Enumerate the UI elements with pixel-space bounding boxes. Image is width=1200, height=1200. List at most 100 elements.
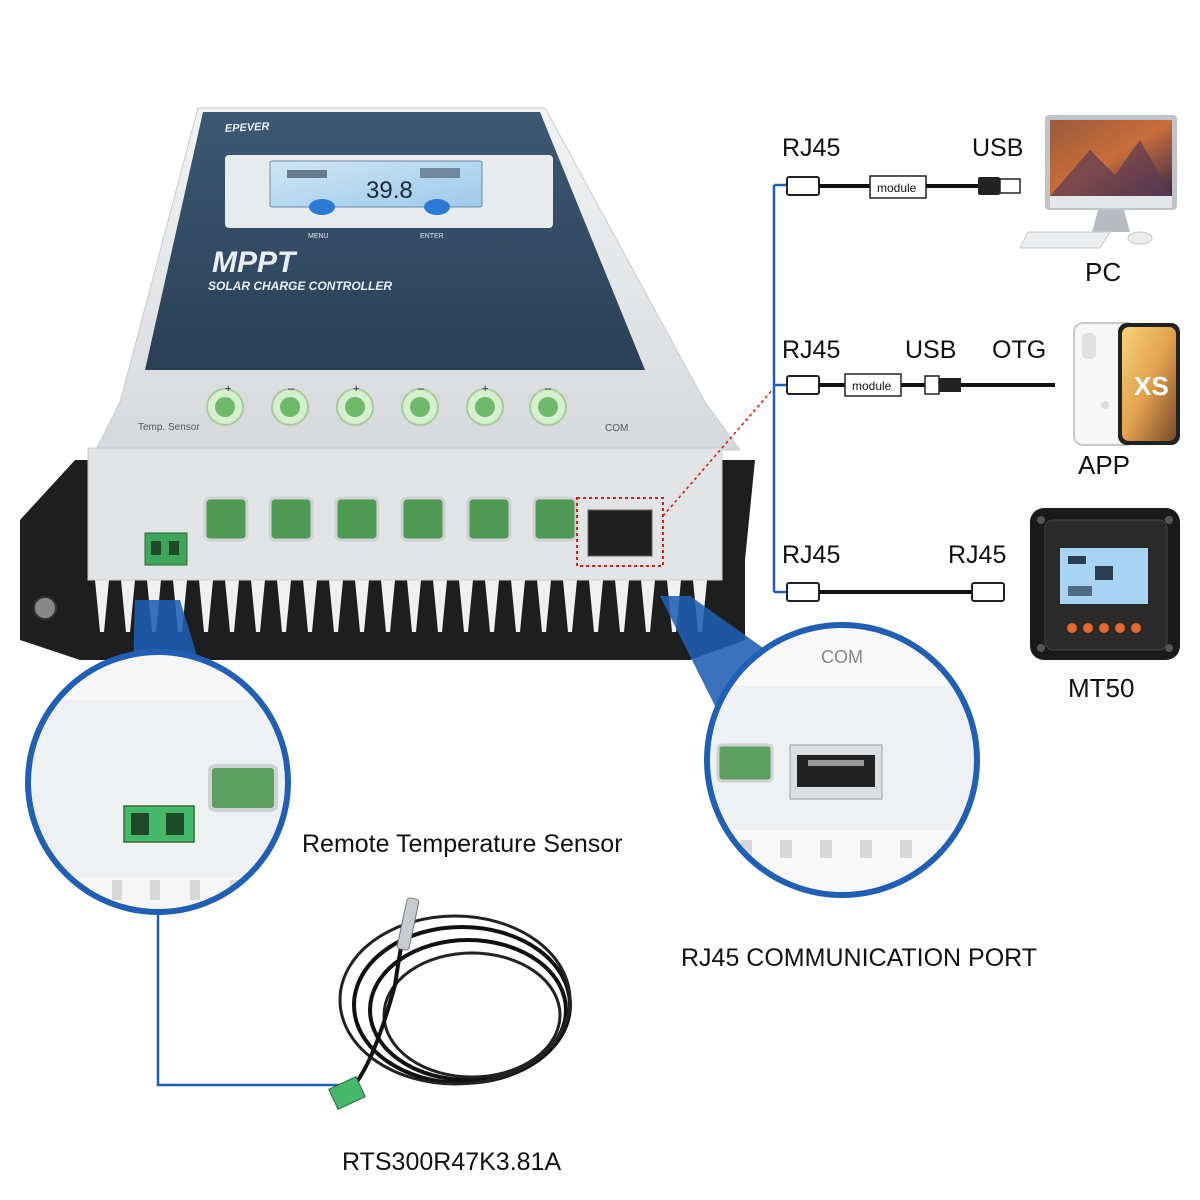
temp-sensor-label: Temp. Sensor <box>138 422 200 433</box>
sensor-probe <box>396 897 420 951</box>
pc-label: PC <box>1085 257 1121 287</box>
terminal-window <box>334 496 380 542</box>
heatsink-fin <box>381 580 395 632</box>
enter-button-label: ENTER <box>420 233 444 240</box>
heatsink-fin <box>407 580 421 632</box>
sensor-link-line <box>156 912 345 1087</box>
terminal-window <box>400 496 446 542</box>
heatsink-fin <box>537 580 551 632</box>
row1-left-label: RJ45 <box>782 134 840 162</box>
row1-module-label: module <box>877 181 917 195</box>
svg-text:–: – <box>288 383 295 395</box>
mt50-button <box>1131 623 1141 633</box>
row3-left-label: RJ45 <box>782 541 840 569</box>
heatsink-fin <box>277 580 291 632</box>
lcd-icons <box>287 170 327 178</box>
product-title: MPPT <box>212 246 298 279</box>
row2-left-label: RJ45 <box>782 336 840 364</box>
menu-button[interactable] <box>309 199 335 215</box>
usb-plug-icon <box>978 177 1000 195</box>
terminal-window <box>532 496 578 542</box>
rj45-port <box>587 509 653 557</box>
screw-terminal-hole <box>280 397 300 417</box>
temp-sensor-caption: Remote Temperature Sensor <box>302 830 623 858</box>
svg-text:XS: XS <box>1134 371 1169 401</box>
terminal-window <box>203 496 249 542</box>
sensor-cable-icon <box>328 897 572 1110</box>
mt50-button <box>1067 623 1077 633</box>
menu-button-label: MENU <box>308 233 329 240</box>
screw-terminal-hole <box>410 397 430 417</box>
screw-terminal-hole <box>538 397 558 417</box>
mounting-screw-icon <box>33 596 57 620</box>
connection-row-pc: RJ45 USB module PC <box>782 134 1121 287</box>
row3-right-label: RJ45 <box>948 541 1006 569</box>
connection-row-app: RJ45 USB OTG module APP <box>782 336 1130 480</box>
heatsink-fin <box>511 580 525 632</box>
heatsink-fin <box>121 580 135 632</box>
row2-middle-label: USB <box>905 336 956 364</box>
connection-tree: RJ45 USB module PC RJ45 USB OTG <box>772 115 1180 703</box>
row2-module-label: module <box>852 379 892 393</box>
screw-terminal-hole <box>345 397 365 417</box>
svg-text:–: – <box>545 383 552 395</box>
svg-text:+: + <box>353 383 359 395</box>
terminal-window <box>466 496 512 542</box>
mt50-label: MT50 <box>1068 673 1134 703</box>
app-label: APP <box>1078 450 1130 480</box>
heatsink-fin <box>459 580 473 632</box>
screw-terminal-hole <box>215 397 235 417</box>
usb-socket-icon <box>924 375 940 395</box>
terminal-row-top: + – + – + – <box>206 383 567 426</box>
heatsink-fin <box>329 580 343 632</box>
heatsink-fin <box>95 580 109 632</box>
heatsink-fin <box>589 580 603 632</box>
lcd-reading: 39.8 <box>366 177 413 204</box>
product-subtitle: SOLAR CHARGE CONTROLLER <box>208 279 392 293</box>
row1-right-label: USB <box>972 134 1023 162</box>
mt50-button <box>1099 623 1109 633</box>
heatsink-fin <box>225 580 239 632</box>
com-port-highlight <box>576 497 664 567</box>
connection-row-mt50: RJ45 RJ45 MT50 <box>782 541 1134 703</box>
svg-text:+: + <box>225 383 231 395</box>
rj45-plug-icon <box>971 582 1005 602</box>
com-link-line <box>662 387 775 517</box>
heatsink-fin <box>641 580 655 632</box>
rj45-socket-icon <box>797 755 875 787</box>
heatsink-fin <box>563 580 577 632</box>
heatsink-fin <box>303 580 317 632</box>
mt50-button <box>1083 623 1093 633</box>
screw-terminal-hole <box>475 397 495 417</box>
heatsink-fin <box>199 580 213 632</box>
sensor-connector <box>328 1076 366 1110</box>
rj45-plug-icon <box>786 176 820 196</box>
brand-logo: EPEVER <box>225 121 270 135</box>
com-label: COM <box>605 423 628 434</box>
com-port-caption: RJ45 COMMUNICATION PORT <box>681 944 1037 972</box>
heatsink-fin <box>615 580 629 632</box>
svg-text:–: – <box>418 383 425 395</box>
mt50-meter-icon <box>1030 508 1180 660</box>
svg-text:+: + <box>482 383 488 395</box>
zoom-com-label: COM <box>821 647 863 667</box>
charge-controller: EPEVER 39.8 MENU ENTER MPPT SOLAR CHARGE… <box>20 107 755 660</box>
terminal-row-bottom <box>203 496 578 542</box>
rj45-plug-icon <box>786 582 820 602</box>
row2-right-label: OTG <box>992 336 1046 364</box>
smartphone-icon: XS <box>1073 322 1180 446</box>
imac-computer-icon <box>1019 115 1177 249</box>
heatsink-fin <box>433 580 447 632</box>
front-panel <box>145 112 645 370</box>
enter-button[interactable] <box>424 199 450 215</box>
rj45-plug-icon <box>786 375 820 395</box>
zoom-temp-sensor <box>25 649 291 915</box>
heatsink-fin <box>251 580 265 632</box>
sensor-model-label: RTS300R47K3.81A <box>342 1148 561 1176</box>
mt50-button <box>1115 623 1125 633</box>
usb-plug-icon <box>939 378 961 392</box>
heatsink-fin <box>355 580 369 632</box>
terminal-window <box>268 496 314 542</box>
heatsink-fin <box>485 580 499 632</box>
